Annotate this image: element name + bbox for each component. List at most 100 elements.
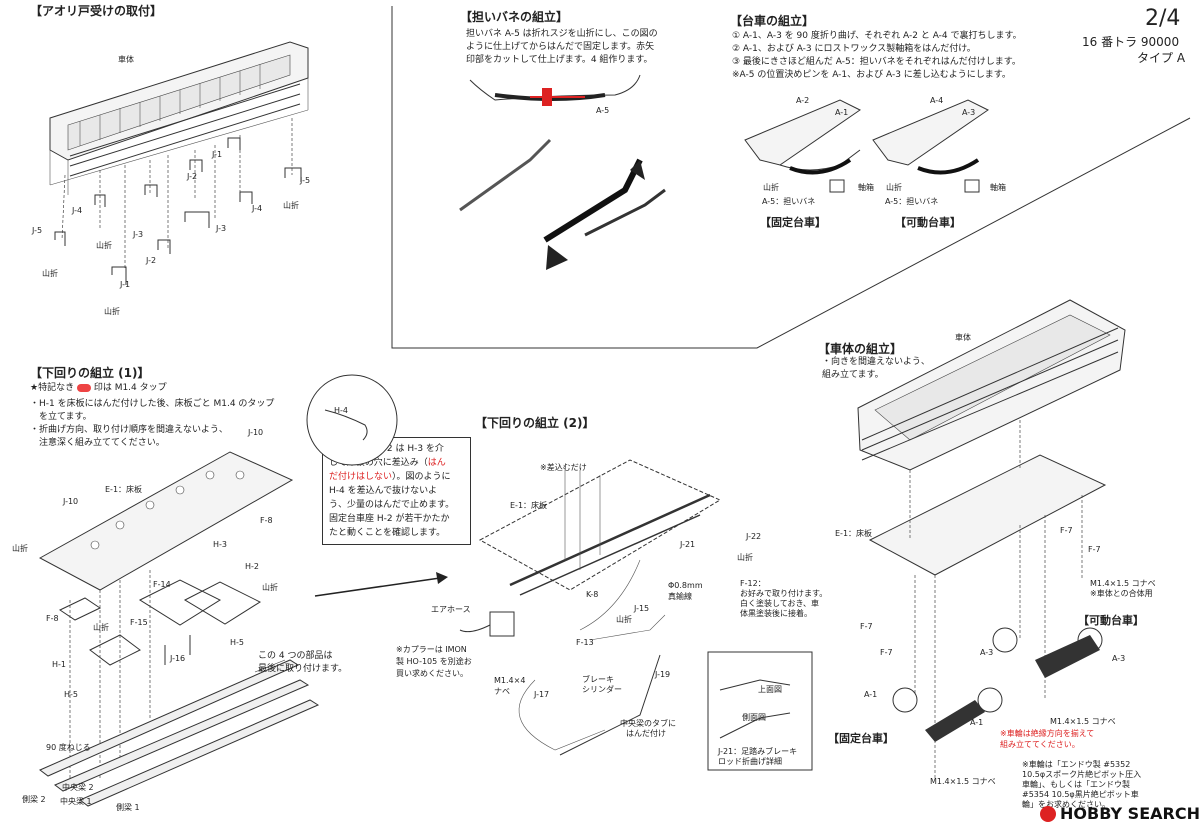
detail-side: 側面図 xyxy=(742,713,766,722)
part-j15: J-15 xyxy=(634,604,650,613)
sashikomu-note: ※差込むだけ xyxy=(540,463,587,472)
label-a1-b: A-1 xyxy=(864,690,878,699)
screw-label-3: M1.4×1.5 コナベ xyxy=(930,777,996,786)
floor-label-3: E-1：床板 xyxy=(835,529,873,538)
f12-1: F-12： xyxy=(740,579,766,588)
wheel-buy-3: 車輪」、もしくは「エンドウ製 xyxy=(1022,780,1130,789)
label-a5-spring-2: A-5：担いバネ xyxy=(885,197,939,206)
part-j22: J-22 xyxy=(746,532,762,541)
part-f8-b: F-8 xyxy=(46,614,59,623)
fold-label-1: 山折 xyxy=(42,269,58,278)
label-a1-c: A-1 xyxy=(970,718,984,727)
wheel-buy-5: 輪」をお求めください。 xyxy=(1022,800,1110,809)
detail-caption-1: J-21：足踏みブレーキ xyxy=(718,747,798,756)
part-h5-a: H-5 xyxy=(230,638,244,647)
part-h1: H-1 xyxy=(52,660,66,669)
detail-caption-2: ロッド折曲げ詳細 xyxy=(718,757,782,766)
fold-label-s1a: 山折 xyxy=(12,544,28,553)
red-mark-icon xyxy=(76,383,91,392)
beam-chuo2: 中央梁 2 xyxy=(62,783,94,792)
part-j2-b: J-2 xyxy=(187,172,198,181)
label-a2: A-2 xyxy=(796,96,810,105)
bane-text-1: 担いバネ A-5 は折れスジを山折にし、この図の xyxy=(466,29,658,39)
f12-2: お好みで取り付けます。 xyxy=(740,589,828,598)
movable-truck-label-2: 【可動台車】 xyxy=(1078,614,1144,627)
s1-text-3: ・折曲げ方向、取り付け順序を間違えないよう、 xyxy=(30,425,228,435)
daisha-step-3: ③ 最後にきさほど組んだ A-5：担いバネをそれぞれはんだ付けします。 xyxy=(732,57,1021,67)
wire-2: 真鍮線 xyxy=(668,592,692,601)
part-j4-b: J-4 xyxy=(252,204,263,213)
wheel-note-1: ※車輪は絶縁方向を揃えて xyxy=(1000,729,1095,738)
part-j3-b: J-3 xyxy=(216,224,227,233)
s1-text-4: 注意深く組み立ててください。 xyxy=(30,438,165,448)
axlebox-label-2: 軸箱 xyxy=(990,183,1006,192)
beam-soku1: 側梁 1 xyxy=(116,803,140,812)
tab-note-1: 中央梁のタブに xyxy=(620,719,676,728)
body-label-shatai: 車体 xyxy=(955,333,971,342)
part-j10-b: J-10 xyxy=(63,497,79,506)
model-type: タイプ A xyxy=(1137,51,1186,65)
fixed-truck-label: 【固定台車】 xyxy=(760,216,826,229)
screw-label-2: M1.4×1.5 コナベ xyxy=(1050,717,1116,726)
part-j3-a: J-3 xyxy=(133,230,144,239)
part-h2: H-2 xyxy=(245,562,259,571)
part-f7-c: F-7 xyxy=(860,622,873,631)
fold-label-s2a: 山折 xyxy=(737,553,753,562)
part-f7-b: F-7 xyxy=(1088,545,1101,554)
part-j10-a: J-10 xyxy=(248,428,264,437)
shatai-text-1: ・向きを間違えないよう、 xyxy=(822,357,930,367)
last4-note-2: 最後に取り付けます。 xyxy=(258,664,348,674)
wheel-buy-4: #5354 10.5φ黒片絶ピボット車 xyxy=(1022,790,1139,799)
coupler-2: 製 HO-105 を別途お xyxy=(396,657,472,666)
part-f14: F-14 xyxy=(153,580,171,589)
s1-text-1: ・H-1 を床板にはんだ付けした後、床板ごと M1.4 のタップ xyxy=(30,399,275,409)
f12-3: 白く塗装しておき、車 xyxy=(740,599,819,608)
tap-note: ★特記なき 印は M1.4 タップ xyxy=(30,383,167,393)
section-title-bane: 【担いバネの組立】 xyxy=(460,10,569,24)
fixed-truck-label-2: 【固定台車】 xyxy=(828,732,894,745)
screw-m14x4-2: ナベ xyxy=(494,687,510,696)
part-j17: J-17 xyxy=(534,690,550,699)
bane-part-a5: A-5 xyxy=(596,106,610,115)
part-j5-a: J-5 xyxy=(32,226,43,235)
air-hose: エアホース xyxy=(431,605,471,614)
daisha-step-4: ※A-5 の位置決めピンを A-1、および A-3 に差し込むようにします。 xyxy=(732,70,1011,80)
detail-top: 上面図 xyxy=(758,685,782,694)
label-a3: A-3 xyxy=(962,108,976,117)
wire-1: Φ0.8mm xyxy=(668,581,703,590)
fold-label-2: 山折 xyxy=(96,241,112,250)
wheel-note-2: 組み立ててください。 xyxy=(1000,740,1080,749)
label-a4: A-4 xyxy=(930,96,944,105)
last4-note-1: この 4 つの部品は xyxy=(258,651,333,661)
part-j16: J-16 xyxy=(170,654,186,663)
brake-1: ブレーキ xyxy=(582,675,614,684)
label-a3-c: A-3 xyxy=(1112,654,1126,663)
coupler-1: ※カプラーは IMON xyxy=(396,645,467,654)
bane-text-2: ように仕上げてからはんだで固定します。赤矢 xyxy=(466,42,655,52)
body-label-aori: 車体 xyxy=(118,55,134,64)
beam-chuo1: 中央梁 1 xyxy=(60,797,92,806)
part-f15: F-15 xyxy=(130,618,148,627)
section-title-shatai: 【車体の組立】 xyxy=(818,342,903,356)
bane-text-3: 印部をカットして仕上げます。4 組作ります。 xyxy=(466,55,653,65)
part-h3: H-3 xyxy=(213,540,227,549)
section-title-shitamawari-1: 【下回りの組立 (1)】 xyxy=(30,366,150,380)
fold-label-s1c: 山折 xyxy=(93,623,109,632)
part-j5-b: J-5 xyxy=(300,176,311,185)
axlebox-label-1: 軸箱 xyxy=(858,183,874,192)
fold-label-s1b: 山折 xyxy=(262,583,278,592)
part-f7-d: F-7 xyxy=(880,648,893,657)
screw-m14x4-1: M1.4×4 xyxy=(494,676,526,685)
fold-label-d1: 山折 xyxy=(763,183,779,192)
section-title-aori: 【アオリ戸受けの取付】 xyxy=(30,4,163,18)
model-name: 16 番トラ 90000 xyxy=(1082,35,1180,49)
fold-label-3: 山折 xyxy=(104,307,120,316)
label-a3-b: A-3 xyxy=(980,648,994,657)
fold-label-4: 山折 xyxy=(283,201,299,210)
shatai-text-2: 組み立てます。 xyxy=(822,370,884,380)
